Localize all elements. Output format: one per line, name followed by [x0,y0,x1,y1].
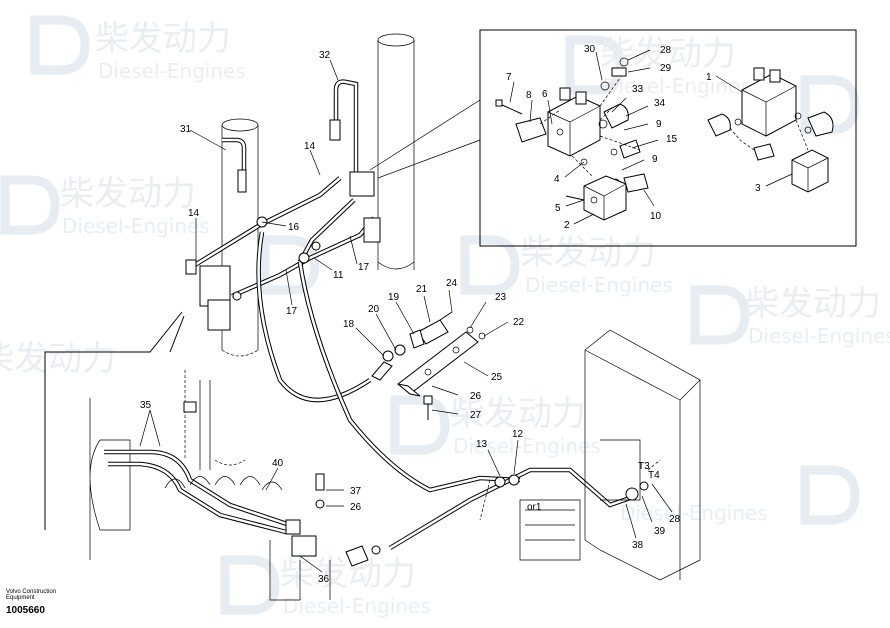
callout-26: 26 [350,502,362,513]
callout-12: 12 [512,429,524,440]
detail-callout-15: 15 [666,134,678,145]
watermark-cn: 柴发动力 [0,339,116,379]
detail-callout-9: 9 [656,119,662,130]
callout-39: 39 [654,526,666,537]
callout-31: 31 [180,124,192,135]
callout-38: 38 [632,540,644,551]
detail-callout-29: 29 [660,63,672,74]
watermark-cn: 柴发动力 [600,34,736,74]
detail-callout-5: 5 [555,203,561,214]
detail-callout-28: 28 [660,45,672,56]
callout-17: 17 [286,306,298,317]
watermark-text: 柴发动力 Diesel-Engines 柴发动力 Diesel-Engines … [0,19,890,618]
detail-callout-8: 8 [526,90,532,101]
footer-company-line2: Equipment [6,595,35,601]
callout-labels: 32 31 14 14 16 17 17 11 24 21 19 20 23 2… [140,44,761,585]
footer-company: Volvo Construction Equipment [6,589,76,601]
callout-20: 20 [368,304,380,315]
port-label-or1: or1 [527,502,542,513]
callout-21: 21 [416,284,428,295]
port-label-t4: T4 [648,470,660,481]
plate-8 [515,117,547,143]
watermark-cn: 柴发动力 [520,233,656,273]
callout-23: 23 [495,292,507,303]
watermark-en: Diesel-Engines [62,214,210,238]
watermark-cn: 柴发动力 [60,174,196,214]
detail-callout-34: 34 [654,98,666,109]
callout-18: 18 [343,319,355,330]
callout-32: 32 [319,50,331,61]
watermark-en: Diesel-Engines [525,273,673,297]
detail-inset [369,29,857,247]
port-label-t3: T3 [638,461,650,472]
callout-27: 27 [470,410,482,421]
detail-callout-9: 9 [652,154,658,165]
pilot-hose-bundle [104,401,381,567]
bolt-7 [499,103,523,115]
watermark-cn: 柴发动力 [280,554,416,594]
valve-block-6 [547,87,601,157]
detail-callout-6: 6 [542,89,548,100]
callout-14: 14 [188,208,200,219]
callout-17: 17 [358,262,370,273]
callout-28: 28 [669,514,681,525]
callout-36: 36 [318,574,330,585]
callout-37: 37 [350,486,362,497]
watermark-en: Diesel-Engines [283,594,431,618]
watermark-en: Diesel-Engines [620,501,768,525]
watermark-en: Diesel-Engines [748,324,890,348]
watermark-en: Diesel-Engines [603,74,751,98]
detail-callout-7: 7 [506,72,512,83]
callout-25: 25 [491,372,503,383]
detail-callout-1: 1 [706,72,712,83]
leader-lines [139,49,793,573]
watermark-en: Diesel-Engines [98,59,246,83]
detail-callout-30: 30 [584,44,596,55]
detail-callout-2: 2 [564,220,570,231]
callout-16: 16 [288,222,300,233]
callout-19: 19 [388,292,400,303]
control-valve [479,329,701,581]
valve-assembly-1 [707,67,834,193]
callout-40: 40 [272,458,284,469]
detail-inset-lower [44,311,331,601]
callout-35: 35 [140,400,152,411]
hoses-upper [188,79,631,550]
callout-13: 13 [476,439,488,450]
detail-callout-33: 33 [632,84,644,95]
detail-callout-3: 3 [755,183,761,194]
callout-24: 24 [446,278,458,289]
drawing-number: 1005660 [6,605,45,616]
callout-26: 26 [470,391,482,402]
watermark-cn: 柴发动力 [450,394,586,434]
watermark-en: Diesel-Engines [453,434,601,458]
detail-callout-4: 4 [554,174,560,185]
watermark-cn: 柴发动力 [95,19,231,59]
callout-22: 22 [513,317,525,328]
detail-callout-10: 10 [650,211,662,222]
callout-14: 14 [304,141,316,152]
footer-company-line1: Volvo Construction [6,589,57,595]
watermark-cn: 柴发动力 [745,284,881,324]
manifold-left [185,119,381,331]
block-2 [583,175,627,221]
callout-11: 11 [333,270,344,281]
switch-bracket [371,311,486,420]
